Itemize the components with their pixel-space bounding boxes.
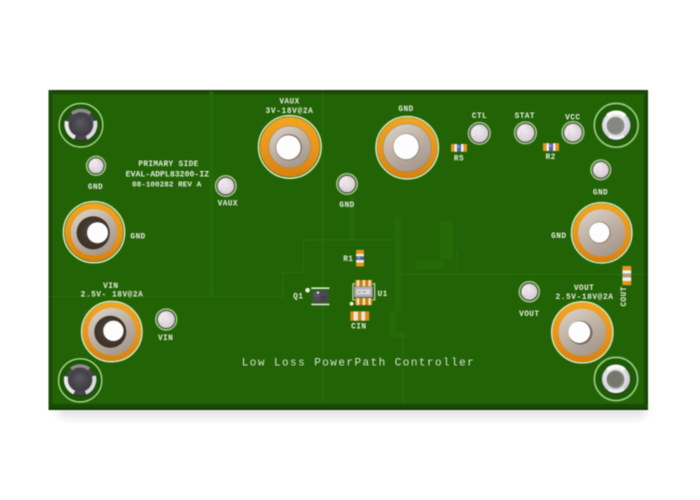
svg-text:VAUX: VAUX (279, 98, 299, 106)
svg-text:R1: R1 (343, 256, 353, 264)
svg-text:VOUT: VOUT (574, 285, 594, 293)
svg-text:Low Loss PowerPath Controller: Low Loss PowerPath Controller (242, 357, 475, 369)
svg-text:GND: GND (593, 189, 608, 197)
svg-text:VAUX: VAUX (218, 200, 238, 208)
svg-text:Q1: Q1 (293, 294, 303, 302)
svg-text:GND: GND (88, 184, 103, 192)
svg-text:VCC: VCC (565, 114, 580, 122)
svg-text:3V-18V@2A: 3V-18V@2A (266, 108, 314, 116)
svg-text:R2: R2 (546, 154, 556, 162)
svg-text:EVAL-ADPL83200-IZ: EVAL-ADPL83200-IZ (126, 170, 210, 179)
svg-text:GND: GND (339, 202, 354, 210)
svg-text:COUT: COUT (621, 286, 629, 306)
svg-text:CTL: CTL (472, 113, 487, 121)
svg-text:VIN: VIN (158, 335, 173, 343)
svg-text:CIN: CIN (351, 324, 366, 332)
svg-text:U1: U1 (378, 291, 388, 299)
svg-text:STAT: STAT (515, 113, 535, 121)
svg-text:2.5V-18V@2A: 2.5V-18V@2A (555, 294, 613, 302)
svg-text:GND: GND (130, 234, 145, 242)
svg-text:GND: GND (551, 233, 566, 241)
svg-text:08-100282 REV A: 08-100282 REV A (132, 181, 202, 189)
svg-text:2.5V- 18V@2A: 2.5V- 18V@2A (81, 292, 144, 300)
svg-text:R5: R5 (454, 155, 464, 163)
svg-text:VIN: VIN (103, 283, 118, 291)
svg-text:PRIMARY SIDE: PRIMARY SIDE (138, 161, 198, 169)
svg-text:GND: GND (398, 106, 413, 114)
svg-text:VOUT: VOUT (519, 311, 539, 319)
